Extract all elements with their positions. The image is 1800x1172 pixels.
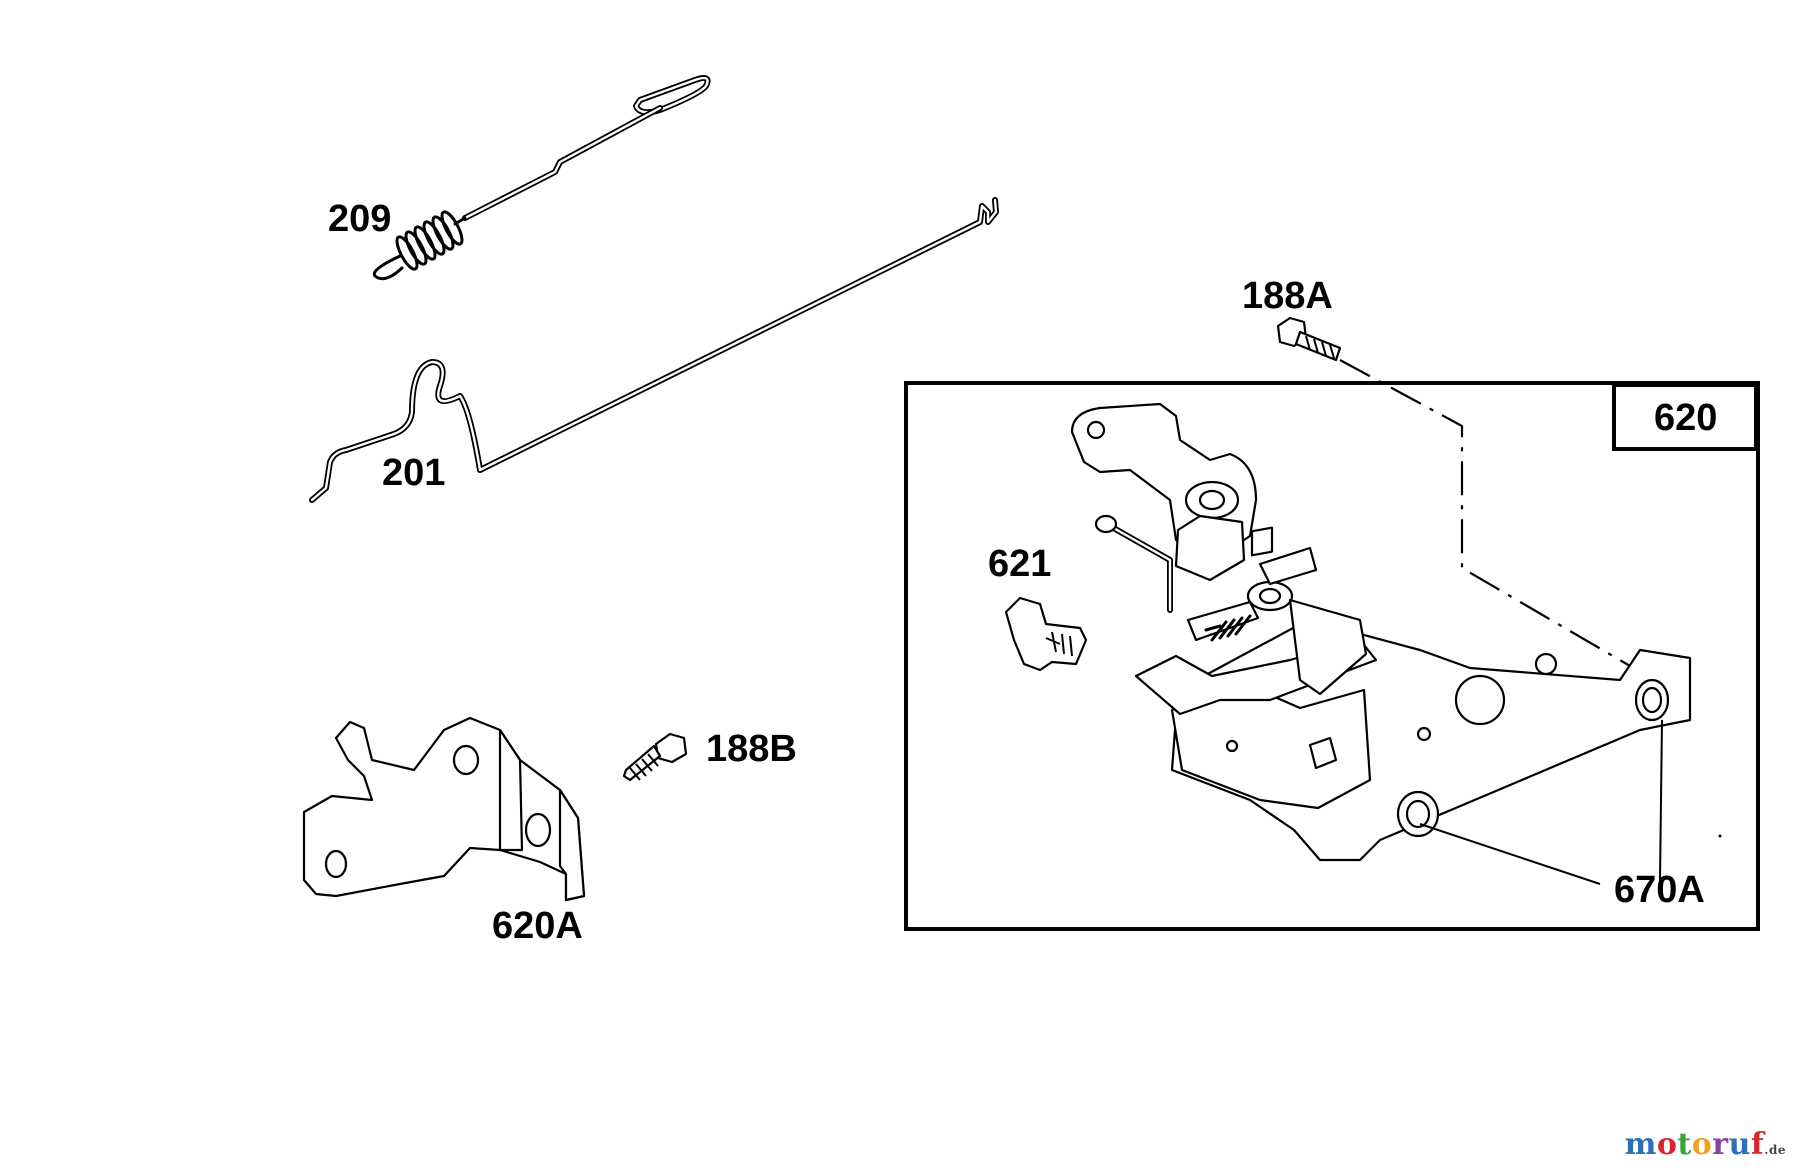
- part-620A-bracket: [302, 716, 586, 902]
- watermark-letter: t: [1677, 1127, 1692, 1162]
- watermark-suffix: .de: [1764, 1143, 1786, 1157]
- watermark-letter: u: [1728, 1127, 1751, 1162]
- watermark-letter: r: [1712, 1127, 1729, 1162]
- assembly-620-box: 620: [904, 381, 1760, 931]
- leader-670A: [1419, 719, 1663, 885]
- part-621-clip: [1004, 596, 1088, 672]
- watermark-letter: m: [1624, 1127, 1657, 1162]
- label-188A: 188A: [1242, 275, 1333, 317]
- label-620: 620: [1654, 397, 1717, 439]
- part-201-governor-rod: [309, 197, 999, 503]
- part-188B-bolt: [622, 732, 688, 782]
- spring-coils: [372, 210, 467, 281]
- label-670A: 670A: [1614, 869, 1705, 911]
- label-621: 621: [988, 543, 1051, 585]
- part-209-link-spring: [372, 75, 711, 281]
- label-209: 209: [328, 198, 391, 240]
- label-201: 201: [382, 452, 445, 494]
- governor-control-assembly: [1070, 402, 1692, 862]
- part-188A-bolt: [1276, 316, 1342, 362]
- watermark-letter: o: [1656, 1127, 1678, 1162]
- label-188B: 188B: [706, 728, 797, 770]
- watermark-letter: f: [1750, 1127, 1765, 1162]
- motoruf-watermark: motoruf.de: [1625, 1127, 1786, 1162]
- watermark-letter: o: [1691, 1127, 1713, 1162]
- stray-dot: [1718, 834, 1722, 838]
- leader-188A: [1339, 359, 1631, 667]
- label-620A: 620A: [492, 905, 583, 947]
